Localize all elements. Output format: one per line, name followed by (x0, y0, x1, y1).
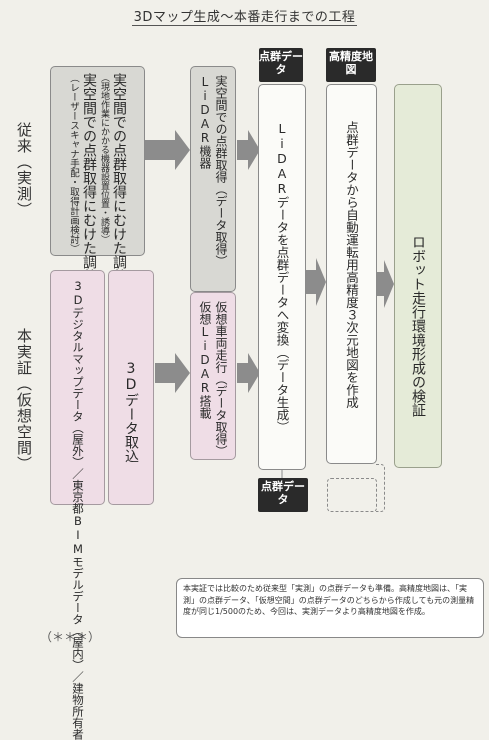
footnote-box: 本実証では比較のため従来型「実測」の点群データも準備。高精度地図は、「実測」の点… (176, 578, 484, 638)
bottom-text-fragment: （＊＊＊） (40, 630, 101, 644)
study-import-label: 3Dデータ取込 (123, 361, 139, 463)
badge-pointcloud-bottom: 点群データ (258, 478, 308, 512)
study-prep-box: 3Dデジタルマップデータ（屋外）／東京都BIMモデルデータ（屋内）／建物所有者 (50, 270, 105, 740)
badge-pointcloud-top: 点群データ (259, 48, 303, 82)
conventional-acq-device: LiDAR機器 (198, 75, 212, 169)
study-acq-main: 仮想車両走行（データ取得） (214, 301, 228, 457)
step-convert-label: LiDARデータを点群データへ変換（データ生成） (274, 121, 290, 434)
page-title: 3Dマップ生成～本番走行までの工程 (131, 10, 358, 26)
conventional-prep-col2-sub: （現地作業にかかる機器設置位置・誘導） (99, 73, 109, 244)
arrow-conv-acq-to-convert (237, 130, 260, 170)
step-verify-box: ロボット走行環境形成の検証 (394, 84, 442, 468)
study-import-box: 3Dデータ取込 (108, 270, 154, 505)
study-acq-box: 仮想LiDAR搭載 仮想車両走行（データ取得） (190, 292, 236, 460)
conventional-prep-col1-main: 実空間での点群取得にむけた調整 (81, 73, 97, 283)
arrow-conv-prep-to-acq (145, 130, 190, 170)
conventional-prep-box: （レーザースキャナ手配・取得計画検討） 実空間での点群取得にむけた調整 （現地作… (50, 66, 145, 283)
arrow-convert-to-generate (306, 258, 326, 306)
conventional-prep-col1-sub: （レーザースキャナ手配・取得計画検討） (68, 73, 79, 254)
study-acq-device: 仮想LiDAR搭載 (198, 301, 212, 419)
conventional-prep-col2-main: 実空間での点群取得にむけた調整 (111, 73, 127, 283)
arrow-study-acq-to-convert (237, 353, 260, 393)
step-convert-box: LiDARデータを点群データへ変換（データ生成） (258, 84, 306, 470)
arrow-generate-to-verify (377, 260, 394, 308)
step-verify-label: ロボット走行環境形成の検証 (410, 235, 426, 417)
study-prep-main: 3Dデジタルマップデータ（屋外）／東京都BIMモデルデータ（屋内）／建物所有者 (71, 279, 85, 740)
step-generate-label: 点群データから自動運転用高精度３次元地図を作成 (344, 121, 359, 409)
row-label-this-study: 本実証（仮想空間） (15, 328, 33, 472)
conventional-acq-box: LiDAR機器 実空間での点群取得（データ取得） (190, 66, 236, 292)
conventional-acq-main: 実空間での点群取得（データ取得） (214, 75, 228, 267)
badge-hdmap: 高精度地図 (326, 48, 376, 82)
row-label-conventional: 従来（実測） (15, 122, 33, 218)
placeholder-dashed-edge (376, 464, 385, 512)
arrow-study-prep-to-acq (155, 353, 190, 393)
step-generate-box: 点群データから自動運転用高精度３次元地図を作成 (326, 84, 377, 464)
placeholder-hdmap-dashed (327, 478, 377, 512)
flow-arrows (145, 130, 394, 478)
